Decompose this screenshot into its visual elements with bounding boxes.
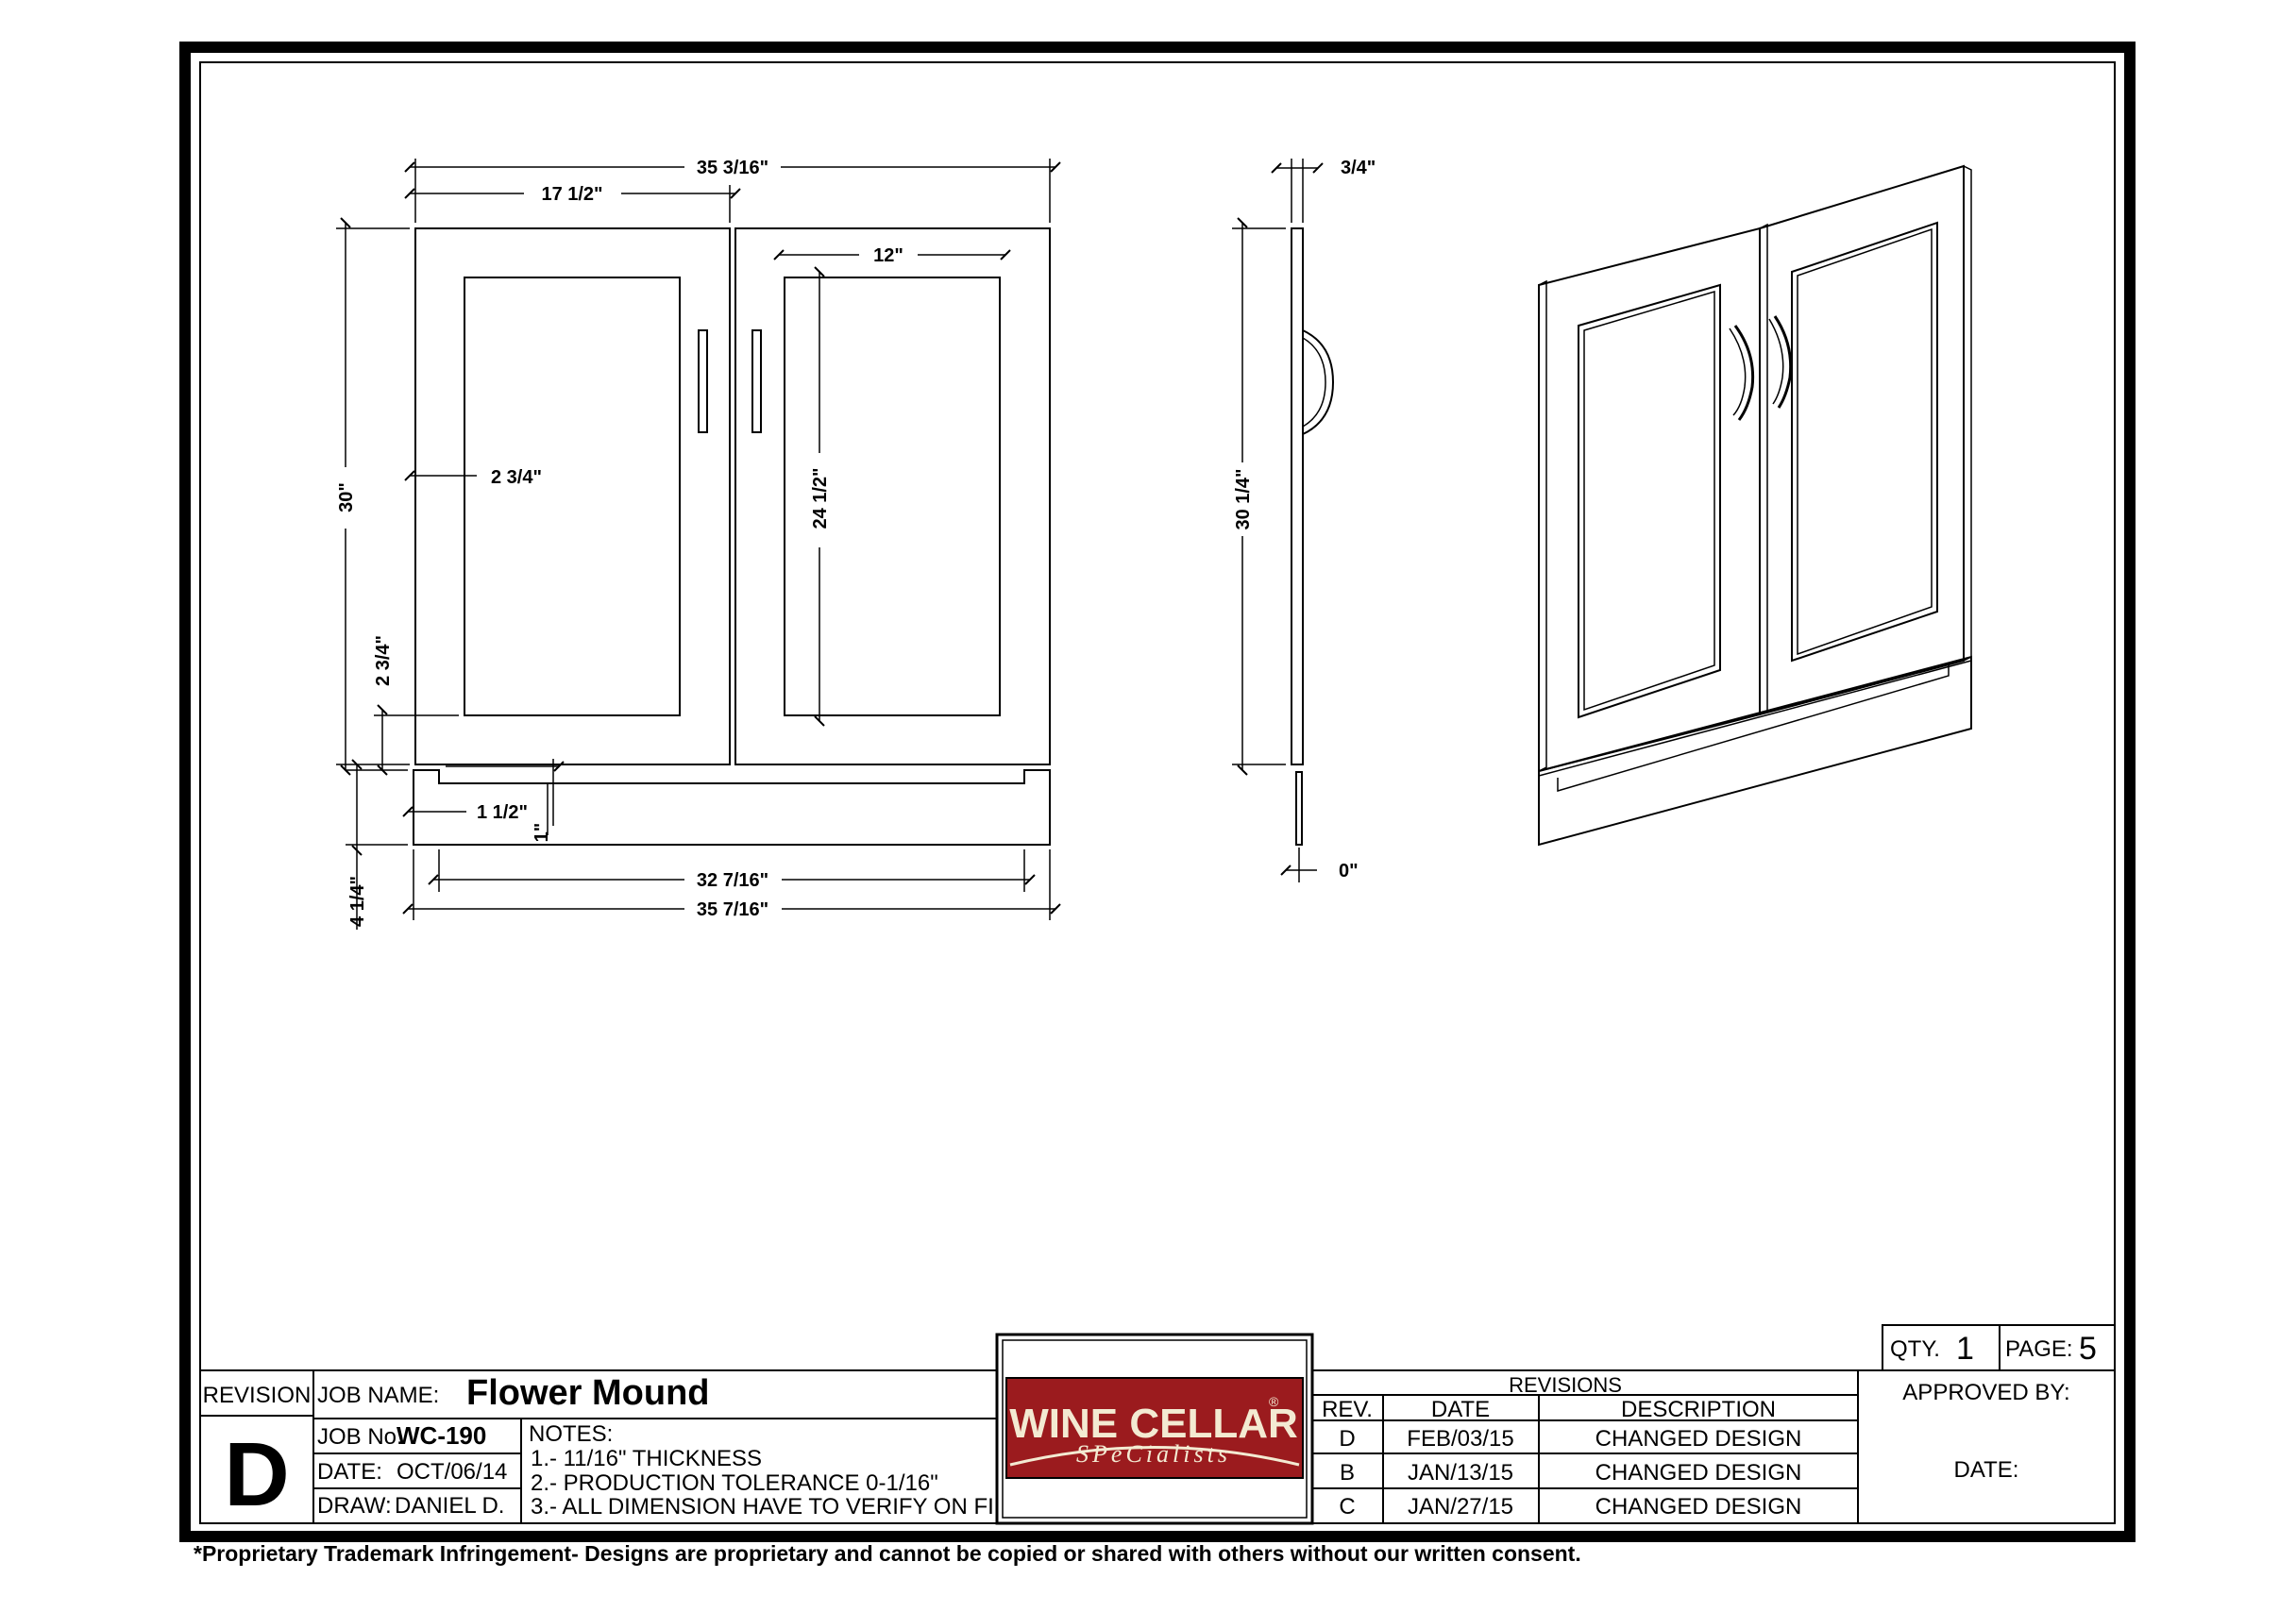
left-panel (464, 277, 681, 716)
rev-row-rev: B (1340, 1460, 1355, 1486)
iso-right-handle (1773, 315, 1793, 409)
dim-stile-width: 2 3/4" (491, 467, 542, 488)
rev-header-date: DATE (1431, 1397, 1490, 1422)
date-value: OCT/06/14 (397, 1459, 507, 1485)
right-door (734, 227, 1051, 765)
title-block: REVISION D JOB NAME: Flower Mound JOB No… (200, 1324, 2115, 1525)
logo-wordmark: WINE CELLAR (1009, 1401, 1298, 1447)
draw-value: DANIEL D. (395, 1493, 504, 1519)
logo-plate (1005, 1377, 1304, 1479)
iso-left-panel (1578, 283, 1721, 719)
date-label: DATE: (317, 1459, 382, 1485)
dim-side-height: 30 1/4" (1233, 468, 1254, 529)
revisions-title: REVISIONS (1509, 1373, 1622, 1397)
front-view: 35 3/16" 17 1/2" 12" 30" 2 3/4" 24 1/2" … (336, 158, 1061, 930)
draw-label: DRAW: (317, 1493, 392, 1519)
logo-tagline: SPeCialists (1076, 1440, 1231, 1468)
job-no: WC-190 (397, 1421, 486, 1450)
dim-bottom-rail: 2 3/4" (373, 635, 394, 686)
approved-label: APPROVED BY: (1902, 1380, 2069, 1405)
rev-row-desc: CHANGED DESIGN (1595, 1460, 1802, 1486)
isometric-view (1538, 164, 1972, 847)
left-handle (698, 329, 708, 433)
dim-panel-height: 24 1/2" (810, 467, 831, 529)
dim-side-thickness: 3/4" (1341, 158, 1376, 178)
page-label: PAGE: (2005, 1336, 2073, 1362)
side-handle-profile (1302, 329, 1335, 435)
dim-kick-height: 4 1/4" (347, 876, 368, 927)
proprietary-footer: *Proprietary Trademark Infringement- Des… (194, 1541, 1581, 1566)
right-handle (751, 329, 762, 433)
revision-letter: D (224, 1424, 289, 1525)
rev-row-date: FEB/03/15 (1407, 1426, 1513, 1452)
page-value: 5 (2079, 1331, 2097, 1367)
job-name-label: JOB NAME: (317, 1383, 439, 1408)
note-1: 1.- 11/16" THICKNESS (531, 1446, 762, 1471)
logo-registered: ® (1269, 1394, 1279, 1409)
rev-row-rev: D (1339, 1426, 1355, 1452)
dim-panel-width: 12" (873, 245, 903, 266)
left-door (414, 227, 731, 765)
revision-label: REVISION (203, 1383, 312, 1408)
note-3: 3.- ALL DIMENSION HAVE TO VERIFY ON FIEL… (531, 1494, 1038, 1520)
dim-door-width: 17 1/2" (541, 184, 602, 205)
job-name: Flower Mound (466, 1373, 710, 1413)
approved-date-label: DATE: (1954, 1457, 2019, 1483)
rev-row-date: JAN/13/15 (1408, 1460, 1513, 1486)
side-kick-profile (1295, 771, 1303, 846)
toe-kick (413, 769, 1051, 846)
dim-overall-width-bottom: 35 7/16" (697, 899, 768, 920)
table-row: C JAN/27/15 CHANGED DESIGN (1339, 1494, 1801, 1520)
notes-label: NOTES: (529, 1421, 613, 1447)
rev-row-desc: CHANGED DESIGN (1595, 1426, 1802, 1452)
dim-toe-small: 1" (532, 823, 552, 843)
note-2: 2.- PRODUCTION TOLERANCE 0-1/16" (531, 1470, 938, 1496)
iso-left-door (1538, 227, 1761, 773)
qty-value: 1 (1956, 1331, 1974, 1367)
rev-row-date: JAN/27/15 (1408, 1494, 1513, 1520)
rev-header-description: DESCRIPTION (1621, 1397, 1776, 1422)
dim-height: 30" (336, 482, 357, 512)
table-row: D FEB/03/15 CHANGED DESIGN (1339, 1426, 1801, 1452)
side-door-profile (1291, 227, 1304, 765)
qty-label: QTY. (1890, 1336, 1940, 1362)
side-view: 3/4" 30 1/4" 0" (1232, 158, 1376, 882)
rev-row-desc: CHANGED DESIGN (1595, 1494, 1802, 1520)
dim-overall-width-top: 35 3/16" (697, 158, 768, 178)
table-row: B JAN/13/15 CHANGED DESIGN (1340, 1460, 1801, 1486)
iso-left-handle (1733, 325, 1755, 421)
dim-kick-inner-width: 32 7/16" (697, 870, 768, 891)
right-panel (784, 277, 1001, 716)
iso-toe-kick (1538, 655, 1972, 847)
sheet-border (179, 42, 2136, 1542)
iso-right-panel (1791, 221, 1938, 663)
rev-row-rev: C (1339, 1494, 1355, 1520)
dim-toe-offset: 1 1/2" (477, 802, 528, 823)
dim-side-zero: 0" (1339, 861, 1359, 882)
job-no-label: JOB No. (317, 1424, 403, 1450)
rev-header-rev: REV. (1322, 1397, 1373, 1422)
